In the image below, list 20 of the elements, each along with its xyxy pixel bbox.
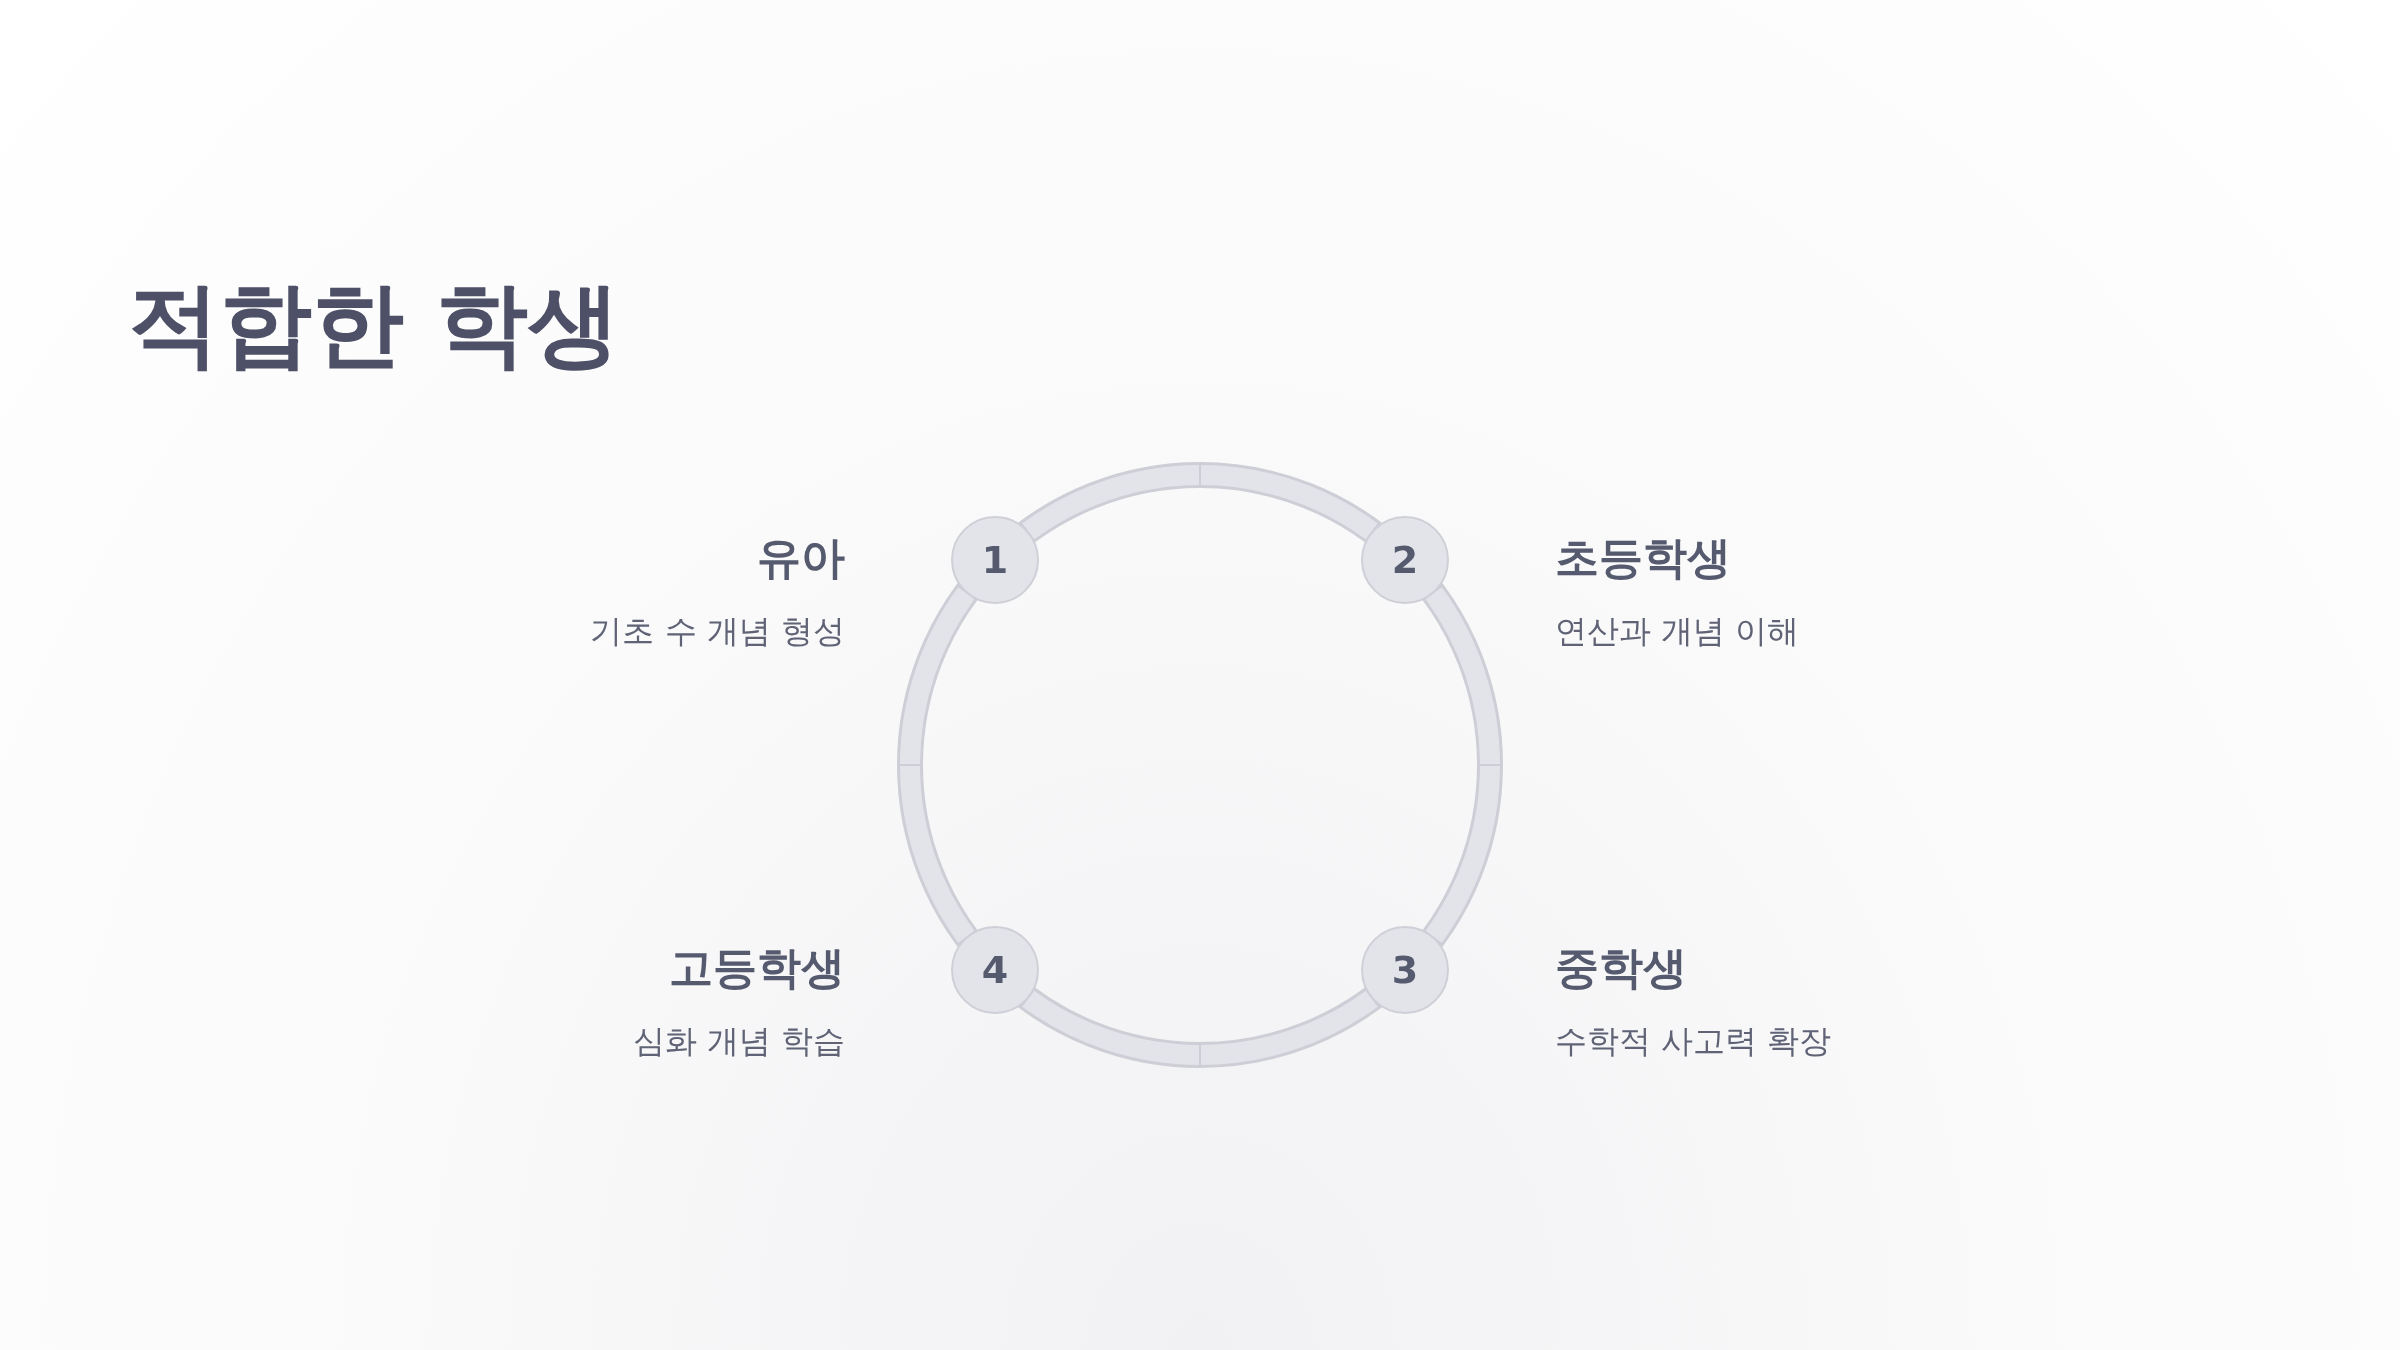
stage-description: 수학적 사고력 확장 [1555, 1022, 1832, 1061]
stage-heading: 초등학생 [1555, 531, 1732, 585]
stage-description: 심화 개념 학습 [632, 1022, 845, 1061]
title: 적합한 학생 [128, 270, 621, 380]
step-number: 1 [981, 537, 1009, 582]
step-circle [1361, 926, 1450, 1015]
step-number: 2 [1391, 537, 1419, 582]
stage-heading: 중학생 [1555, 942, 1688, 995]
stage-heading: 유아 [756, 531, 845, 585]
ring-segment [1022, 990, 1378, 1065]
step-number: 4 [981, 948, 1009, 993]
step-circle [950, 515, 1039, 604]
step-circle [1361, 515, 1450, 604]
ring-segment [1425, 587, 1500, 943]
step-number: 3 [1391, 948, 1419, 993]
stage-description: 연산과 개념 이해 [1555, 611, 1800, 651]
ring-segment [1022, 465, 1378, 540]
step-circle [950, 926, 1039, 1015]
stage-description: 기초 수 개념 형성 [590, 611, 845, 651]
stage-heading: 고등학생 [668, 942, 845, 995]
